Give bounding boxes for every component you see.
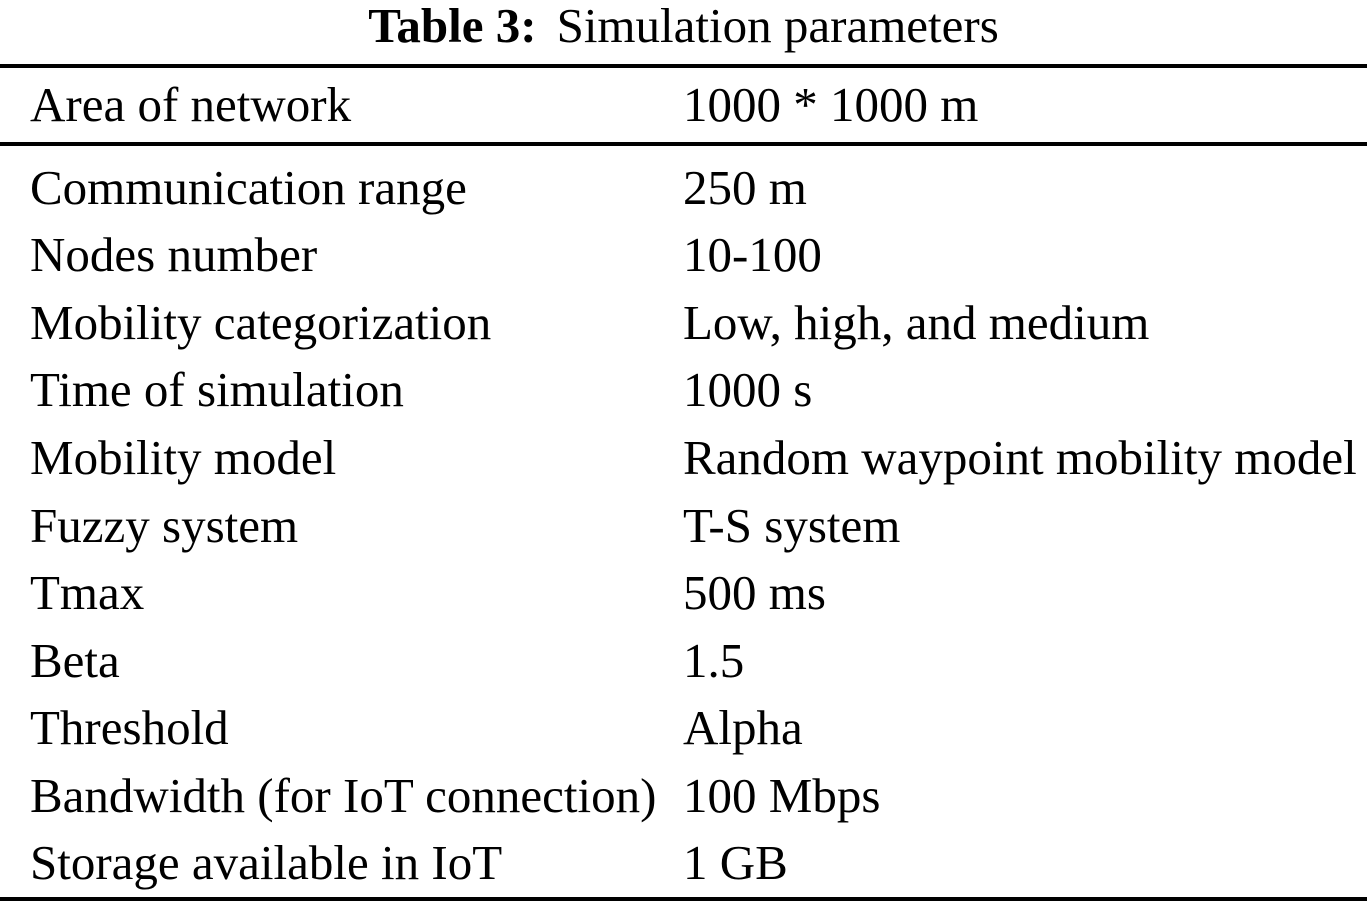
- parameter-value: T-S system: [683, 497, 901, 553]
- parameter-value: 1000 s: [683, 362, 813, 418]
- parameter-value: 1 GB: [683, 835, 788, 891]
- parameter-value: 10-100: [683, 227, 822, 283]
- parameter-value: 1000 * 1000 m: [683, 77, 979, 132]
- parameter-name: Time of simulation: [30, 362, 404, 418]
- parameter-value: Low, high, and medium: [683, 294, 1150, 350]
- table-row: Time of simulation 1000 s: [0, 357, 1367, 425]
- parameter-name: Mobility categorization: [30, 294, 492, 350]
- parameter-value: Random waypoint mobility model: [683, 429, 1357, 485]
- simulation-parameters-table: Area of network 1000 * 1000 m Communicat…: [0, 64, 1367, 901]
- table-row: Fuzzy system T-S system: [0, 492, 1367, 560]
- table-caption-label: Table 3:: [368, 0, 537, 53]
- table-row: Nodes number 10-100: [0, 222, 1367, 290]
- parameter-value: 100 Mbps: [683, 767, 881, 823]
- table-caption: Table 3: Simulation parameters: [0, 0, 1367, 64]
- parameter-name: Storage available in IoT: [30, 835, 503, 891]
- table-row: Bandwidth (for IoT connection) 100 Mbps: [0, 762, 1367, 830]
- table-row: Storage available in IoT 1 GB: [0, 829, 1367, 897]
- table-row: Mobility categorization Low, high, and m…: [0, 289, 1367, 357]
- parameter-value: 1.5: [683, 632, 745, 688]
- table-row: Tmax 500 ms: [0, 559, 1367, 627]
- parameter-name: Mobility model: [30, 429, 337, 485]
- parameter-value: 250 m: [683, 159, 807, 215]
- table-row: Threshold Alpha: [0, 694, 1367, 762]
- table-row: Area of network 1000 * 1000 m: [0, 68, 1367, 146]
- table-body: Communication range 250 m Nodes number 1…: [0, 146, 1367, 897]
- table-row: Mobility model Random waypoint mobility …: [0, 424, 1367, 492]
- parameter-name: Area of network: [30, 77, 352, 132]
- parameter-value: 500 ms: [683, 565, 826, 621]
- parameter-name: Nodes number: [30, 227, 318, 283]
- parameter-name: Tmax: [30, 565, 145, 621]
- table-row: Beta 1.5: [0, 627, 1367, 695]
- parameter-name: Beta: [30, 632, 120, 688]
- parameter-name: Communication range: [30, 159, 467, 215]
- parameter-value: Alpha: [683, 700, 803, 756]
- table-caption-title: Simulation parameters: [556, 0, 999, 53]
- parameter-name: Threshold: [30, 700, 229, 756]
- table-row: Communication range 250 m: [0, 154, 1367, 222]
- parameter-name: Fuzzy system: [30, 497, 299, 553]
- parameter-name: Bandwidth (for IoT connection): [30, 767, 657, 823]
